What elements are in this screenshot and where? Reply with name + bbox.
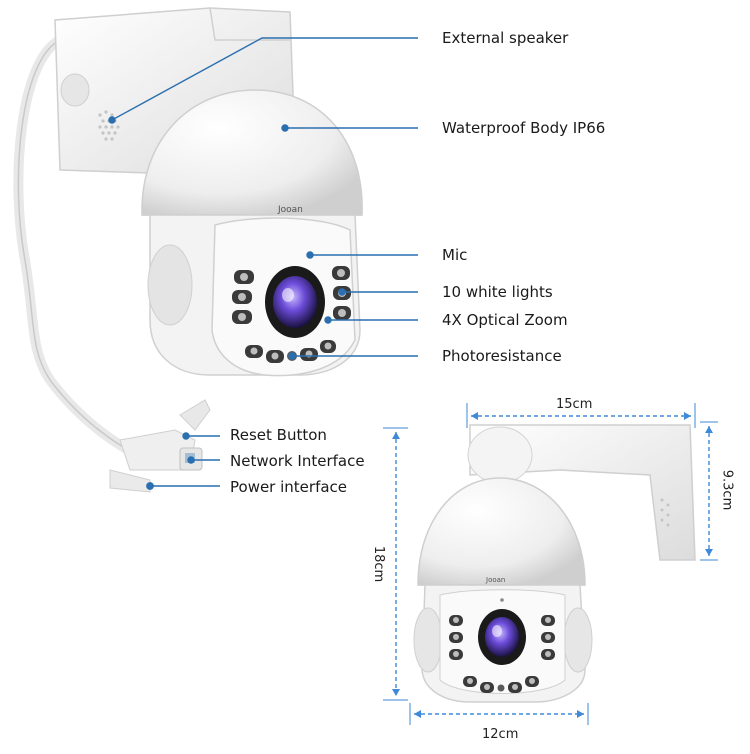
- dim-height-side: 9.3cm: [719, 469, 735, 511]
- label-reset-button: Reset Button: [230, 426, 327, 444]
- dimension-lines: [383, 403, 718, 725]
- small-lens-icon: [485, 617, 519, 657]
- dimension-camera: Jooan: [413, 424, 696, 703]
- label-photoresistance: Photoresistance: [442, 347, 562, 365]
- label-white-lights: 10 white lights: [442, 283, 553, 301]
- label-optical-zoom: 4X Optical Zoom: [442, 311, 568, 329]
- label-power-interface: Power interface: [230, 478, 348, 496]
- cable-connectors: [109, 399, 211, 493]
- brand-logo: Jooan: [277, 205, 303, 215]
- label-waterproof-body: Waterproof Body IP66: [442, 119, 606, 137]
- dim-width-bottom: 12cm: [482, 727, 519, 742]
- bottom-lights: [245, 340, 336, 363]
- lens-icon: [273, 276, 317, 328]
- main-camera: Jooan: [13, 7, 363, 493]
- dome-body: [141, 89, 363, 216]
- dim-width-top: 15cm: [556, 397, 593, 412]
- callout-lines: [108, 37, 418, 490]
- white-lights-left: [232, 270, 254, 324]
- label-mic: Mic: [442, 246, 468, 264]
- label-external-speaker: External speaker: [442, 29, 569, 47]
- dim-height-total: 18cm: [371, 545, 387, 583]
- label-network-interface: Network Interface: [230, 452, 365, 470]
- svg-text:Jooan: Jooan: [485, 576, 505, 584]
